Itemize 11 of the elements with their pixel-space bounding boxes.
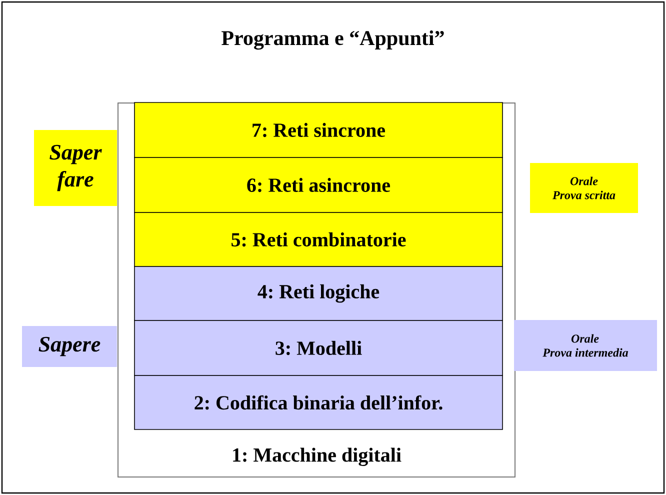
exam-label: Orale Prova scritta [530,163,638,213]
layer-box: 4: Reti logiche [134,266,503,321]
layer-box: 7: Reti sincrone [134,102,503,158]
skill-label: Saper fare [34,130,117,206]
skill-label: Sapere [22,326,117,367]
layer-box: 5: Reti combinatorie [134,212,503,267]
exam-label: Orale Prova intermedia [514,320,657,371]
layer-box: 6: Reti asincrone [134,157,503,213]
layer-box: 3: Modelli [134,320,503,376]
layer-box: 2: Codifica binaria dell’infor. [134,375,503,430]
title: Programma e “Appunti” [222,30,444,50]
